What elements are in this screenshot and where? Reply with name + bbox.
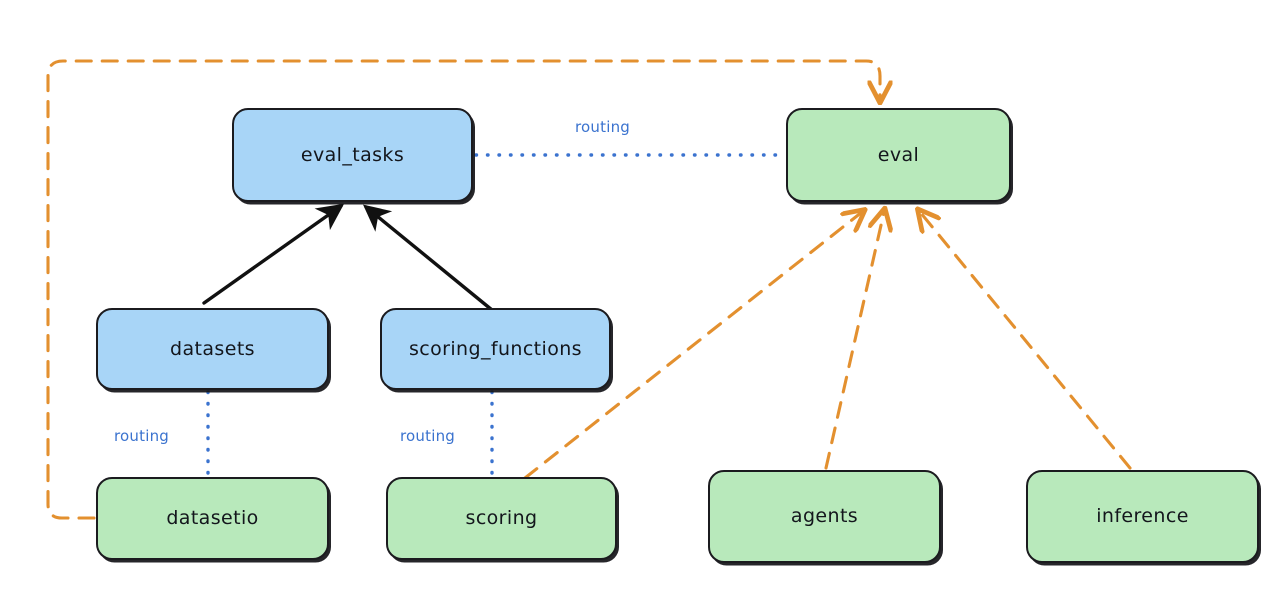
node-datasets[interactable]: datasets xyxy=(96,308,329,390)
node-agents[interactable]: agents xyxy=(708,470,941,563)
node-label: eval xyxy=(877,143,920,166)
node-eval[interactable]: eval xyxy=(786,108,1011,202)
edge-datasets-eval_tasks xyxy=(202,203,345,305)
edge-label-routing-eval: routing xyxy=(575,118,630,136)
node-label: datasetio xyxy=(166,507,259,530)
node-label: inference xyxy=(1096,505,1189,528)
node-label: agents xyxy=(790,505,859,528)
edge-scoring-eval xyxy=(523,212,862,480)
node-inference[interactable]: inference xyxy=(1026,470,1259,563)
edge-label-routing-datasetio: routing xyxy=(114,427,169,445)
node-datasetio[interactable]: datasetio xyxy=(96,477,329,560)
node-scoring[interactable]: scoring xyxy=(386,477,617,560)
node-eval-tasks[interactable]: eval_tasks xyxy=(232,108,473,202)
edge-scoring_functions-eval_tasks xyxy=(363,204,494,312)
edge-datasetio-eval xyxy=(46,59,880,520)
node-label: scoring xyxy=(465,507,538,530)
node-label: scoring_functions xyxy=(409,337,582,360)
node-label: datasets xyxy=(170,337,255,360)
node-scoring-functions[interactable]: scoring_functions xyxy=(380,308,611,390)
edge-inference-eval xyxy=(920,212,1132,470)
node-label: eval_tasks xyxy=(300,143,405,166)
edge-agents-eval xyxy=(824,212,884,470)
edge-label-routing-scoring: routing xyxy=(400,427,455,445)
